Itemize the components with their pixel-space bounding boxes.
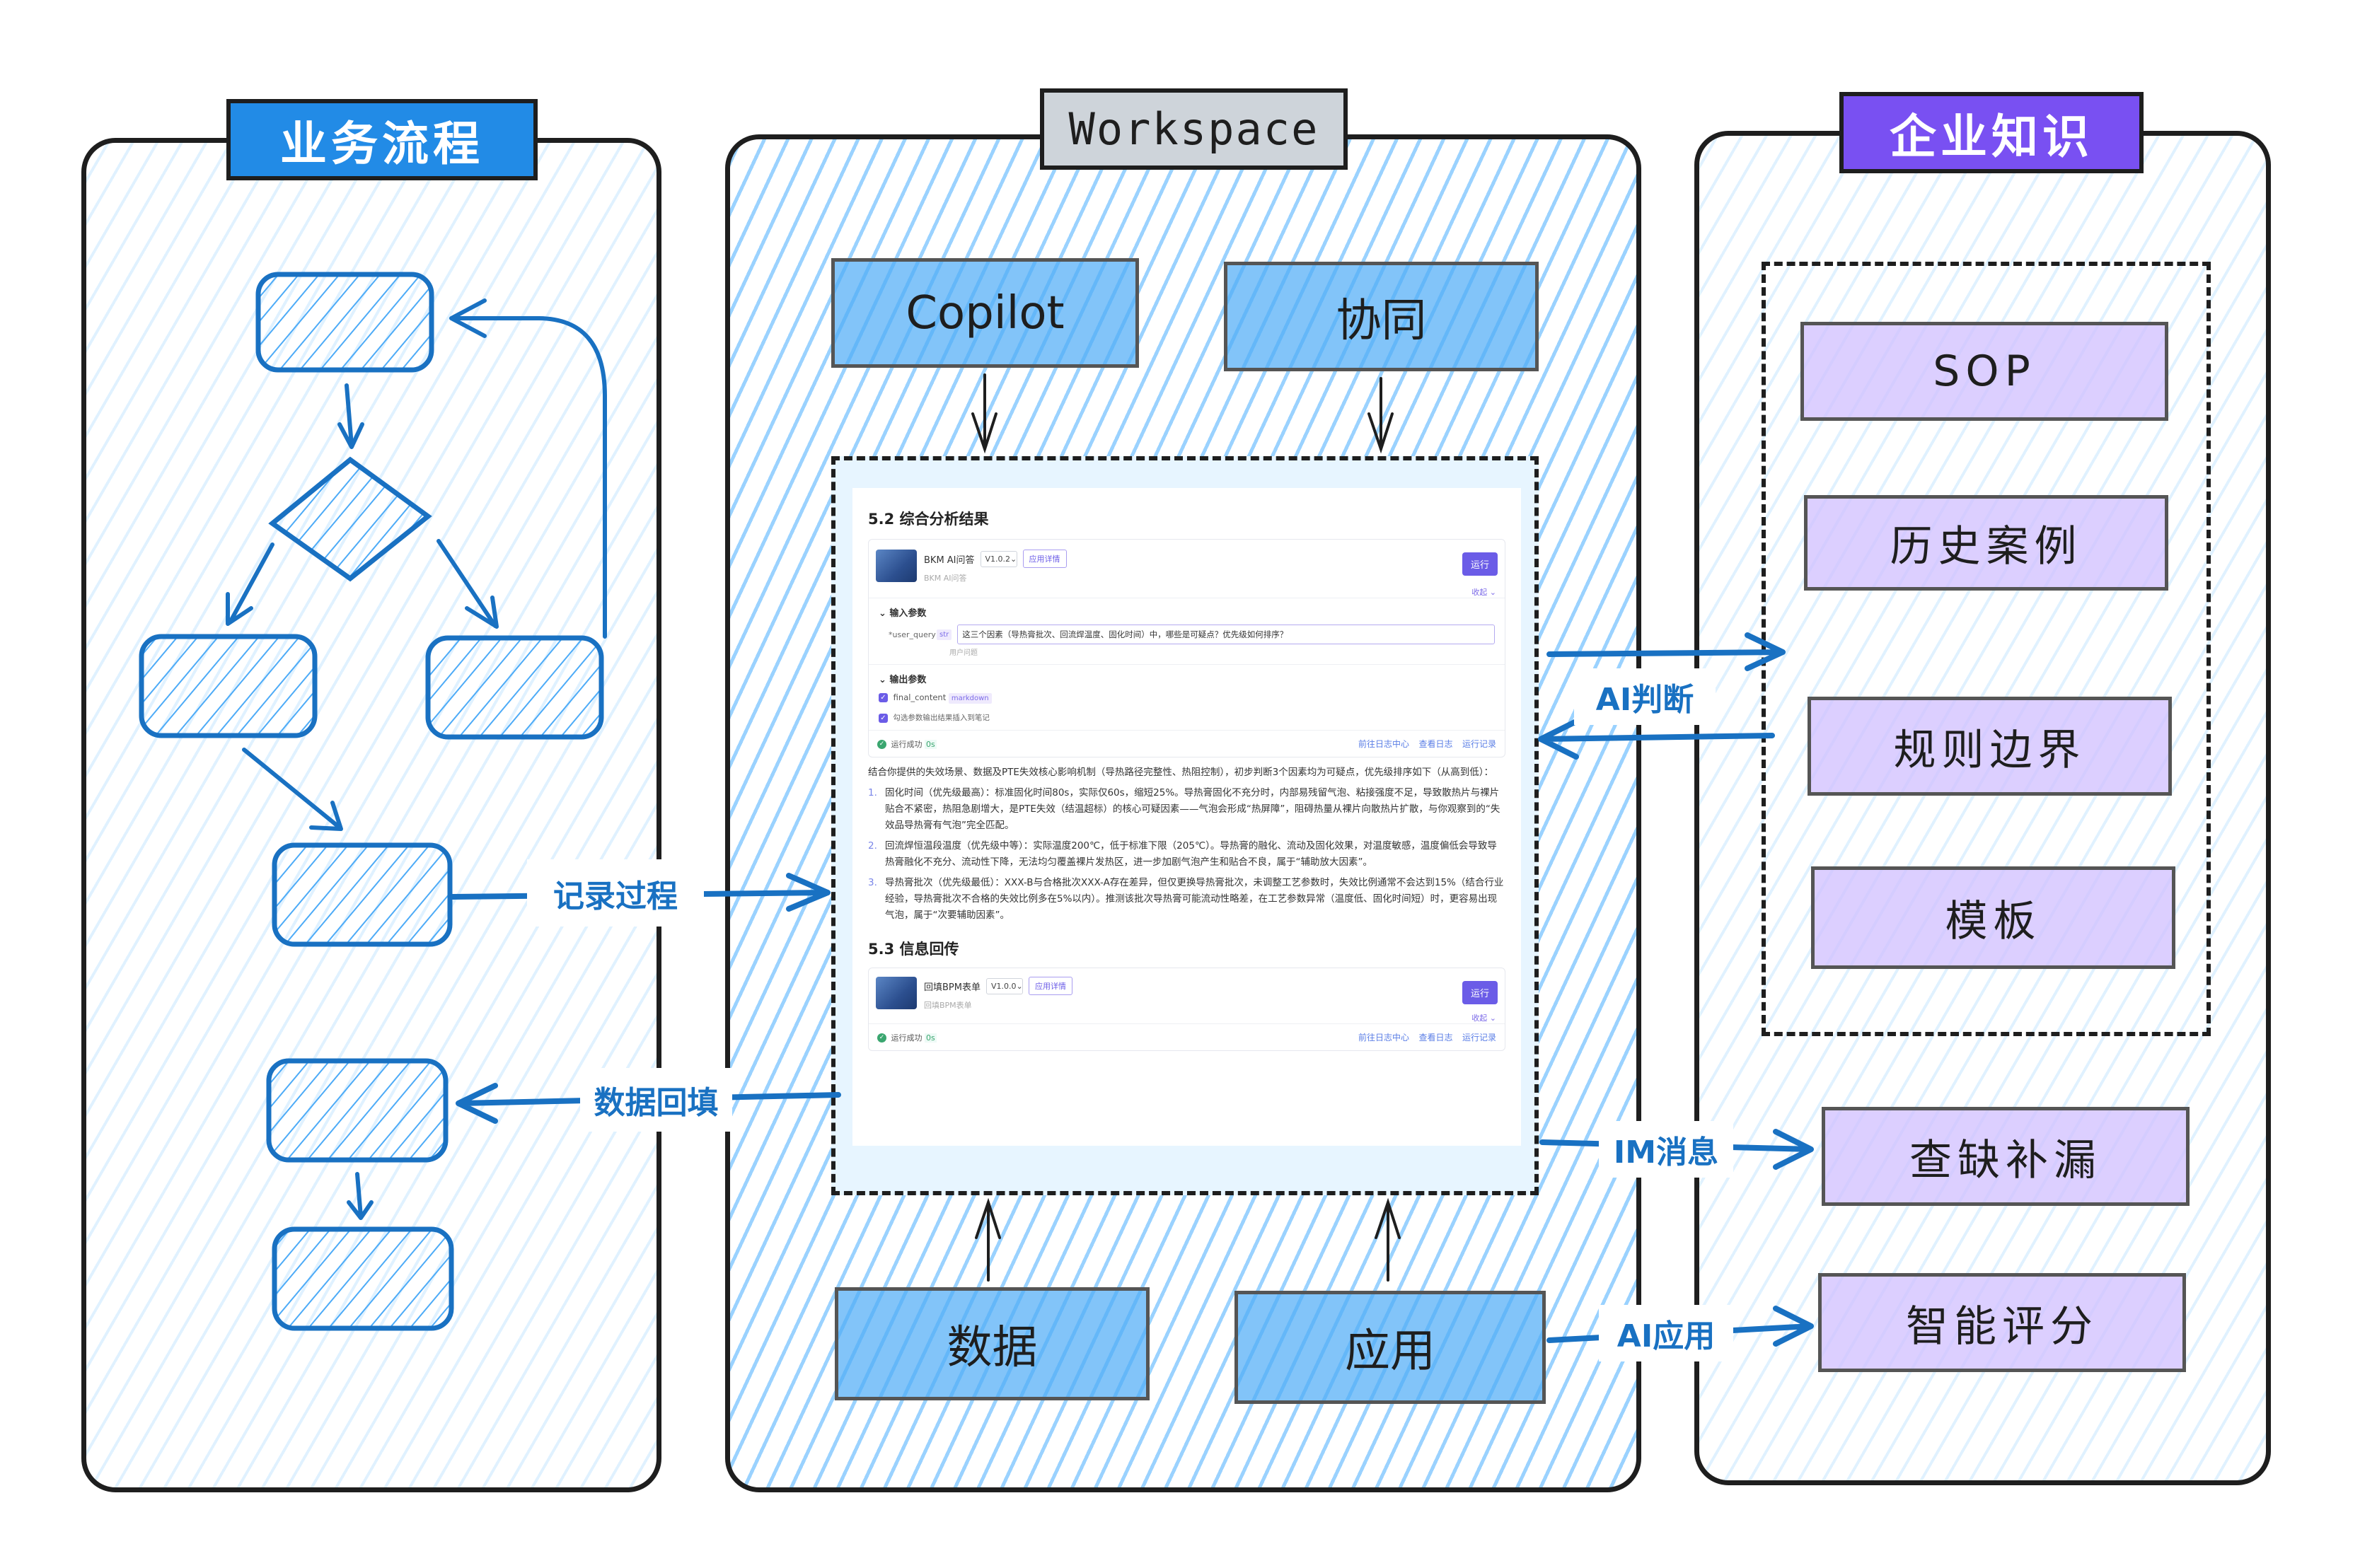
- run-status: 运行成功: [891, 739, 923, 749]
- insert-note-checkbox[interactable]: ✓: [879, 713, 888, 723]
- run-status: 运行成功: [891, 1033, 923, 1043]
- run-history-link[interactable]: 运行记录: [1462, 1033, 1496, 1043]
- collapse-toggle[interactable]: 收起: [1471, 588, 1488, 597]
- application-box[interactable]: 应用: [1234, 1291, 1546, 1404]
- output-type: markdown: [948, 693, 992, 704]
- label-record-process: 记录过程: [527, 859, 704, 927]
- item-text: 固化时间（优先级最高）：标准固化时间80s，实际仅60s，缩短25%。导热膏固化…: [885, 787, 1500, 831]
- app-details-button[interactable]: 应用详情: [1028, 977, 1072, 995]
- version-select[interactable]: V1.0.2⌄: [980, 550, 1017, 567]
- version-select[interactable]: V1.0.0⌄: [985, 977, 1023, 994]
- label-data-backfill: 数据回填: [580, 1068, 732, 1132]
- analysis-item: 3. 导热膏批次（优先级最低）：XXX-B与合格批次XXX-A存在差异，但仅更换…: [868, 875, 1505, 924]
- label-ai-judgement: AI判断: [1574, 668, 1716, 725]
- log-center-link[interactable]: 前往日志中心: [1358, 1033, 1409, 1043]
- analysis-intro: 结合你提供的失效场景、数据及PTE失效核心影响机制（导热路径完整性、热阻控制），…: [868, 767, 1494, 778]
- process-column: [81, 138, 661, 1492]
- knowledge-title: 企业知识: [1839, 92, 2144, 173]
- user-query-input[interactable]: 这三个因素（导热膏批次、回流焊温度、固化时间）中，哪些是可疑点？优先级如何排序？: [957, 625, 1495, 644]
- collaboration-box[interactable]: 协同: [1224, 262, 1539, 371]
- chevron-down-icon: ⌄: [1016, 981, 1023, 991]
- workspace-title: Workspace: [1040, 88, 1348, 170]
- chevron-down-icon[interactable]: ⌄: [879, 608, 890, 619]
- insert-note-label: 勾选参数输出结果插入到笔记: [893, 714, 990, 722]
- output-params-heading: 输出参数: [889, 675, 927, 685]
- chevron-down-icon: ⌄: [1487, 1014, 1496, 1023]
- output-gap-check[interactable]: 查缺补漏: [1822, 1107, 2190, 1206]
- input-params-heading: 输入参数: [889, 608, 927, 619]
- param-hint: 用户问题: [949, 649, 978, 657]
- app-screenshot: 5.2 综合分析结果 BKM AI问答 V1.0.2⌄ 应用详情 BKM AI问…: [852, 488, 1521, 1146]
- item-number: 2.: [868, 840, 877, 852]
- knowledge-item-template[interactable]: 模板: [1811, 866, 2175, 969]
- knowledge-item-rule-boundary[interactable]: 规则边界: [1808, 697, 2172, 796]
- user-query-value: 这三个因素（导热膏批次、回流焊温度、固化时间）中，哪些是可疑点？优先级如何排序？: [962, 629, 1288, 639]
- success-check-icon: ✓: [877, 1033, 886, 1043]
- item-text: 回流焊恒温段温度（优先级中等）：实际温度200℃，低于标准下限（205℃）。导热…: [885, 840, 1497, 868]
- version-value: V1.0.2: [985, 554, 1011, 564]
- chevron-down-icon: ⌄: [1010, 554, 1017, 564]
- analysis-item: 2. 回流焊恒温段温度（优先级中等）：实际温度200℃，低于标准下限（205℃）…: [868, 838, 1505, 871]
- app-name: BKM AI问答: [924, 554, 975, 566]
- label-im-message: IM消息: [1599, 1121, 1733, 1178]
- app-card-bpm: 回填BPM表单 V1.0.0⌄ 应用详情 回填BPM表单 运行 收起 ⌄ ✓ 运…: [868, 968, 1505, 1051]
- app-details-button[interactable]: 应用详情: [1022, 550, 1067, 568]
- label-ai-application: AI应用: [1599, 1305, 1733, 1361]
- view-log-link[interactable]: 查看日志: [1418, 1033, 1453, 1043]
- app-thumbnail: [876, 550, 917, 582]
- knowledge-item-history-cases[interactable]: 历史案例: [1804, 495, 2168, 591]
- chevron-down-icon[interactable]: ⌄: [879, 675, 890, 685]
- section-title-feedback: 5.3 信息回传: [868, 941, 959, 958]
- log-center-link[interactable]: 前往日志中心: [1358, 739, 1409, 749]
- run-button[interactable]: 运行: [1462, 552, 1498, 576]
- analysis-item: 1. 固化时间（优先级最高）：标准固化时间80s，实际仅60s，缩短25%。导热…: [868, 785, 1505, 834]
- knowledge-item-sop[interactable]: SOP: [1800, 322, 2168, 421]
- success-check-icon: ✓: [877, 740, 886, 749]
- data-box[interactable]: 数据: [835, 1287, 1150, 1400]
- output-smart-scoring[interactable]: 智能评分: [1818, 1273, 2186, 1372]
- view-log-link[interactable]: 查看日志: [1418, 739, 1453, 749]
- item-number: 3.: [868, 877, 877, 888]
- item-number: 1.: [868, 787, 877, 798]
- copilot-box[interactable]: Copilot: [831, 258, 1139, 368]
- chevron-down-icon: ⌄: [1487, 588, 1496, 597]
- run-history-link[interactable]: 运行记录: [1462, 739, 1496, 749]
- app-subtitle: BKM AI问答: [924, 574, 967, 583]
- run-button[interactable]: 运行: [1462, 981, 1498, 1004]
- param-type: str: [937, 629, 952, 640]
- param-name: *user_query: [889, 629, 936, 639]
- run-duration: 0s: [925, 1033, 937, 1043]
- app-name: 回填BPM表单: [924, 982, 981, 993]
- version-value: V1.0.0: [990, 981, 1017, 991]
- analysis-result: 结合你提供的失效场景、数据及PTE失效核心影响机制（导热路径完整性、热阻控制），…: [868, 765, 1505, 924]
- app-card-bkm: BKM AI问答 V1.0.2⌄ 应用详情 BKM AI问答 运行 收起 ⌄ ⌄…: [868, 539, 1505, 757]
- output-name: final_content: [893, 692, 947, 702]
- output-checkbox[interactable]: ✓: [879, 693, 888, 702]
- process-title: 业务流程: [226, 99, 538, 180]
- app-thumbnail: [876, 977, 917, 1009]
- section-title-analysis: 5.2 综合分析结果: [868, 511, 989, 528]
- item-text: 导热膏批次（优先级最低）：XXX-B与合格批次XXX-A存在差异，但仅更换导热膏…: [885, 877, 1504, 921]
- app-subtitle: 回填BPM表单: [924, 1001, 972, 1010]
- collapse-toggle[interactable]: 收起: [1471, 1014, 1488, 1023]
- run-duration: 0s: [925, 739, 937, 749]
